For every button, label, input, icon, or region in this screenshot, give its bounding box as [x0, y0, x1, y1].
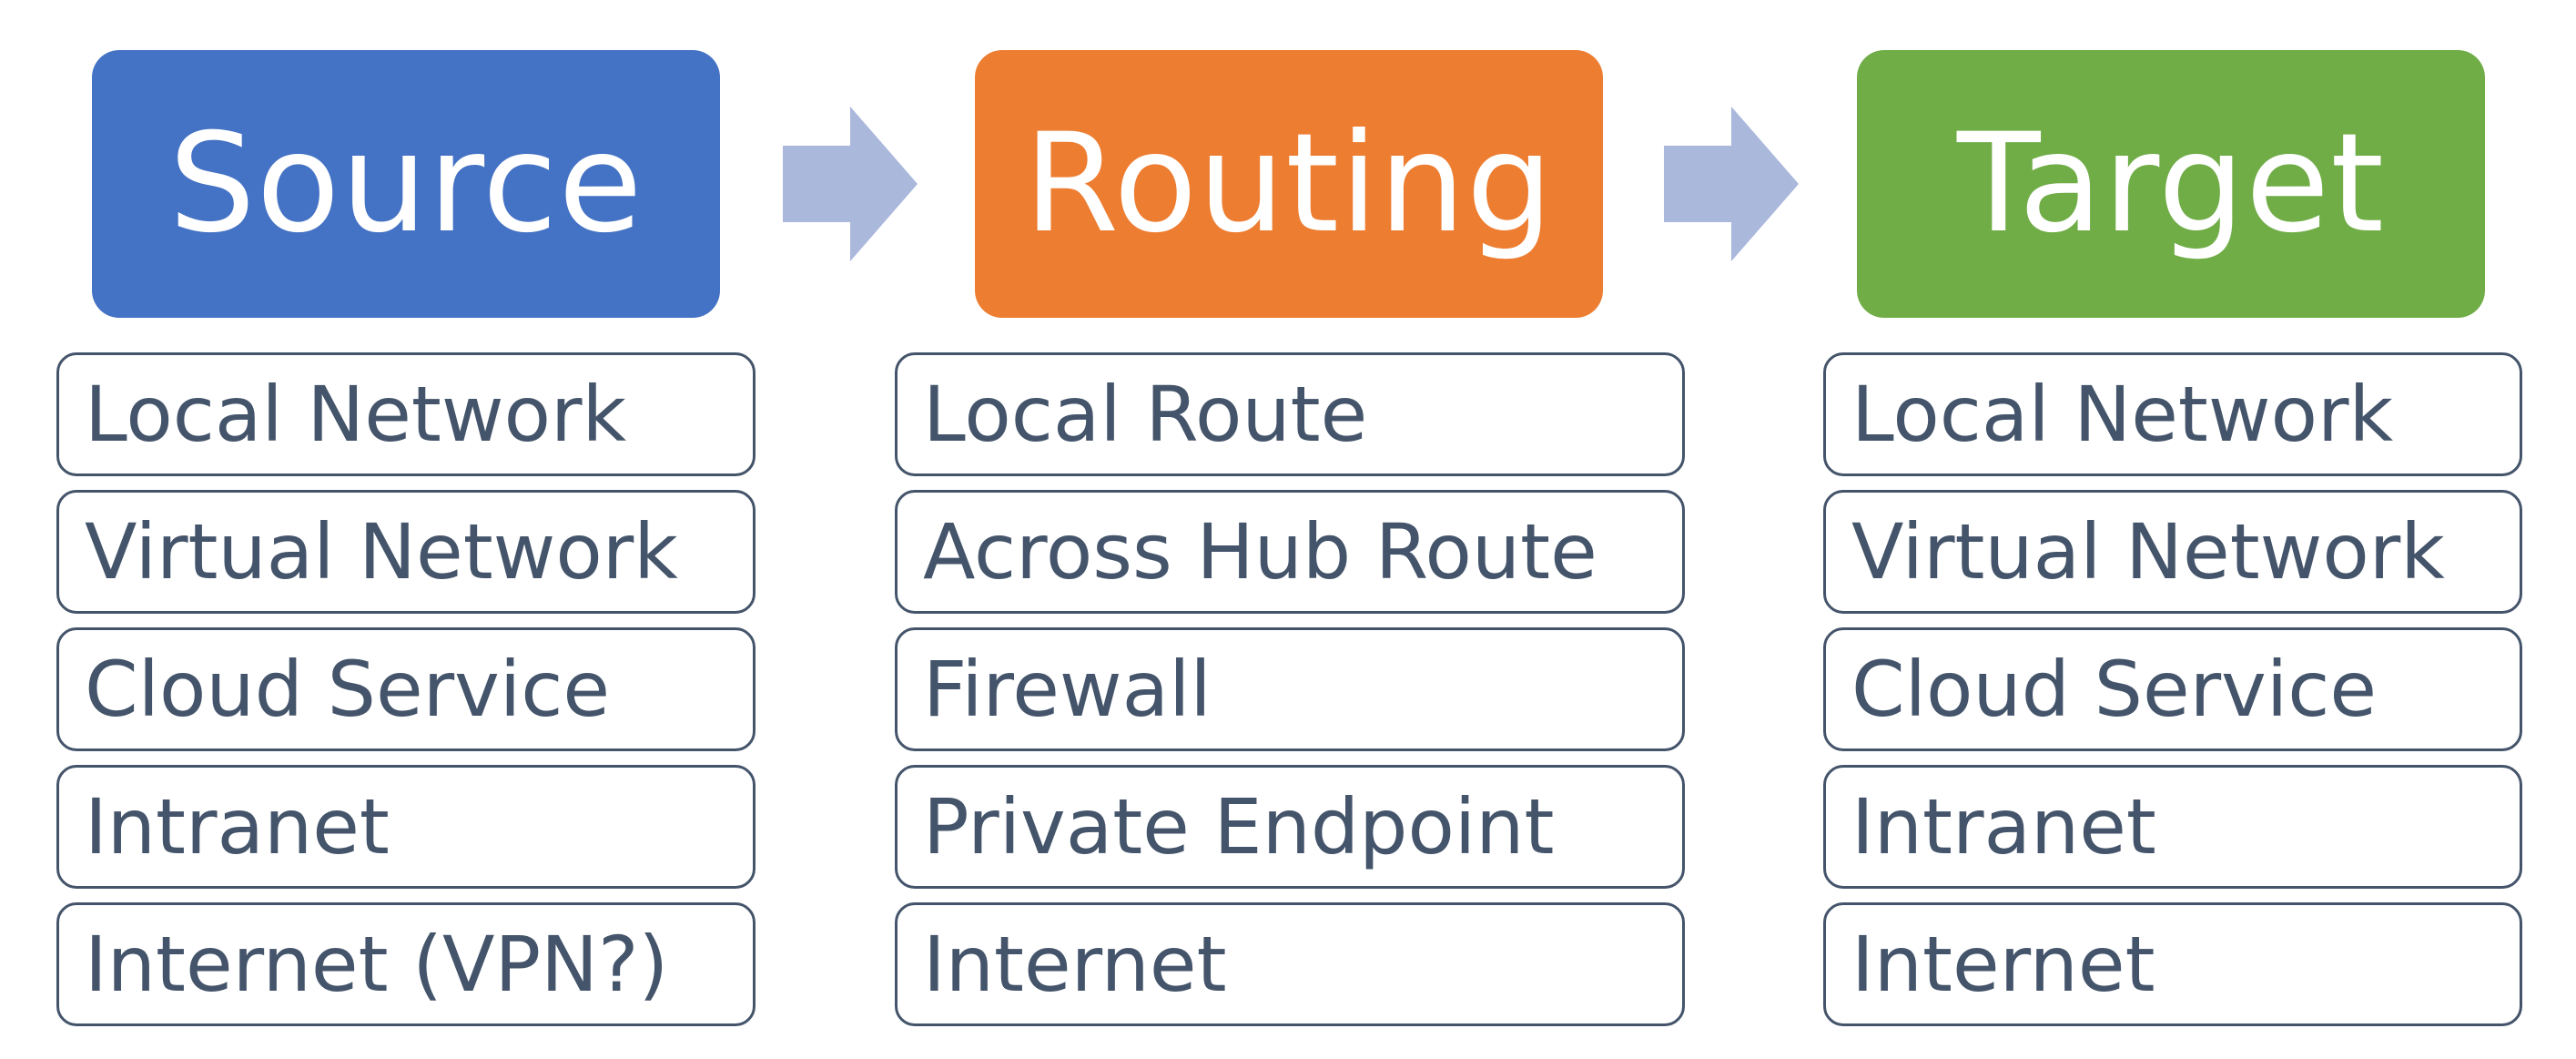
source-title: Source — [168, 105, 644, 263]
routing-column: Local Route Across Hub Route Firewall Pr… — [895, 352, 1685, 1040]
target-item-intranet: Intranet — [1823, 765, 2522, 889]
target-item-cloud-service: Cloud Service — [1823, 627, 2522, 751]
routing-title: Routing — [1023, 105, 1555, 263]
target-item-local-network: Local Network — [1823, 352, 2522, 476]
source-item-internet-vpn: Internet (VPN?) — [56, 902, 756, 1026]
source-item-local-network: Local Network — [56, 352, 756, 476]
right-arrow-icon — [1664, 107, 1799, 261]
source-header: Source — [92, 50, 720, 318]
routing-item-across-hub-route: Across Hub Route — [895, 490, 1685, 614]
source-item-cloud-service: Cloud Service — [56, 627, 756, 751]
source-item-intranet: Intranet — [56, 765, 756, 889]
target-item-internet: Internet — [1823, 902, 2522, 1026]
routing-item-firewall: Firewall — [895, 627, 1685, 751]
routing-item-local-route: Local Route — [895, 352, 1685, 476]
source-item-virtual-network: Virtual Network — [56, 490, 756, 614]
right-arrow-icon — [783, 107, 918, 261]
target-item-virtual-network: Virtual Network — [1823, 490, 2522, 614]
arrow-1-shape — [783, 107, 918, 261]
routing-item-internet: Internet — [895, 902, 1685, 1026]
routing-header: Routing — [975, 50, 1603, 318]
source-column: Local Network Virtual Network Cloud Serv… — [56, 352, 756, 1040]
routing-item-private-endpoint: Private Endpoint — [895, 765, 1685, 889]
target-title: Target — [1956, 105, 2386, 263]
target-column: Local Network Virtual Network Cloud Serv… — [1823, 352, 2522, 1040]
target-header: Target — [1857, 50, 2485, 318]
arrow-2-shape — [1664, 107, 1799, 261]
